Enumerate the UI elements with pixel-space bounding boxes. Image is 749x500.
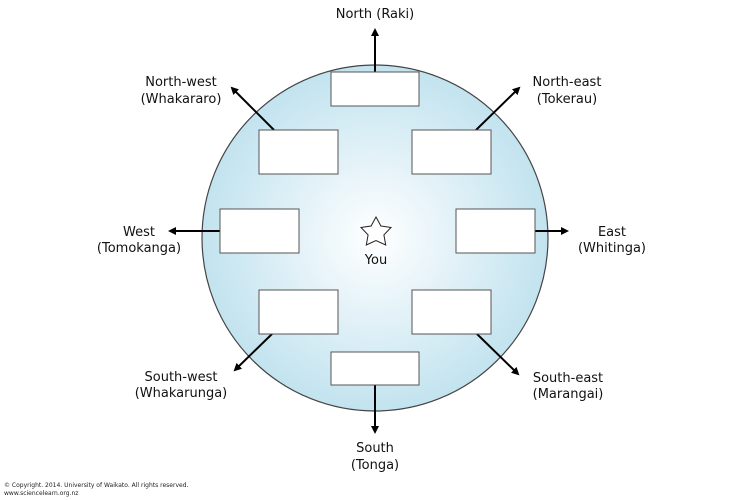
north-east-label: North-east xyxy=(533,75,602,90)
answer-box-north-west[interactable] xyxy=(258,129,339,175)
answer-box-south[interactable] xyxy=(330,351,420,386)
answer-box-north-east[interactable] xyxy=(411,129,492,175)
west-label: West xyxy=(123,225,155,240)
north-west-label: North-west xyxy=(145,75,217,90)
north-east-sublabel: (Tokerau) xyxy=(537,92,597,107)
south-sublabel: (Tonga) xyxy=(351,458,399,473)
answer-box-south-west[interactable] xyxy=(258,289,339,335)
north-west-sublabel: (Whakararo) xyxy=(141,92,222,107)
answer-box-north[interactable] xyxy=(330,71,420,107)
north-label: North (Raki) xyxy=(336,7,415,22)
south-east-sublabel: (Marangai) xyxy=(533,387,604,402)
south-east-label: South-east xyxy=(533,371,603,386)
south-east-arrow xyxy=(476,333,520,376)
south-west-sublabel: (Whakarunga) xyxy=(135,386,228,401)
south-label: South xyxy=(356,441,394,456)
east-label: East xyxy=(598,225,626,240)
west-sublabel: (Tomokanga) xyxy=(97,241,181,256)
you-label: You xyxy=(364,253,387,268)
answer-box-south-east[interactable] xyxy=(411,289,492,335)
copyright-text: © Copyright. 2014. University of Waikato… xyxy=(4,482,189,489)
answer-box-east[interactable] xyxy=(455,208,536,254)
answer-box-west[interactable] xyxy=(219,208,300,254)
south-west-arrow xyxy=(233,333,273,372)
south-west-label: South-west xyxy=(145,370,218,385)
site-url-text: www.sciencelearn.org.nz xyxy=(4,490,79,497)
north-west-arrow xyxy=(230,86,275,131)
north-east-arrow xyxy=(475,86,521,131)
east-sublabel: (Whitinga) xyxy=(578,241,646,256)
you-star-icon xyxy=(359,215,393,246)
